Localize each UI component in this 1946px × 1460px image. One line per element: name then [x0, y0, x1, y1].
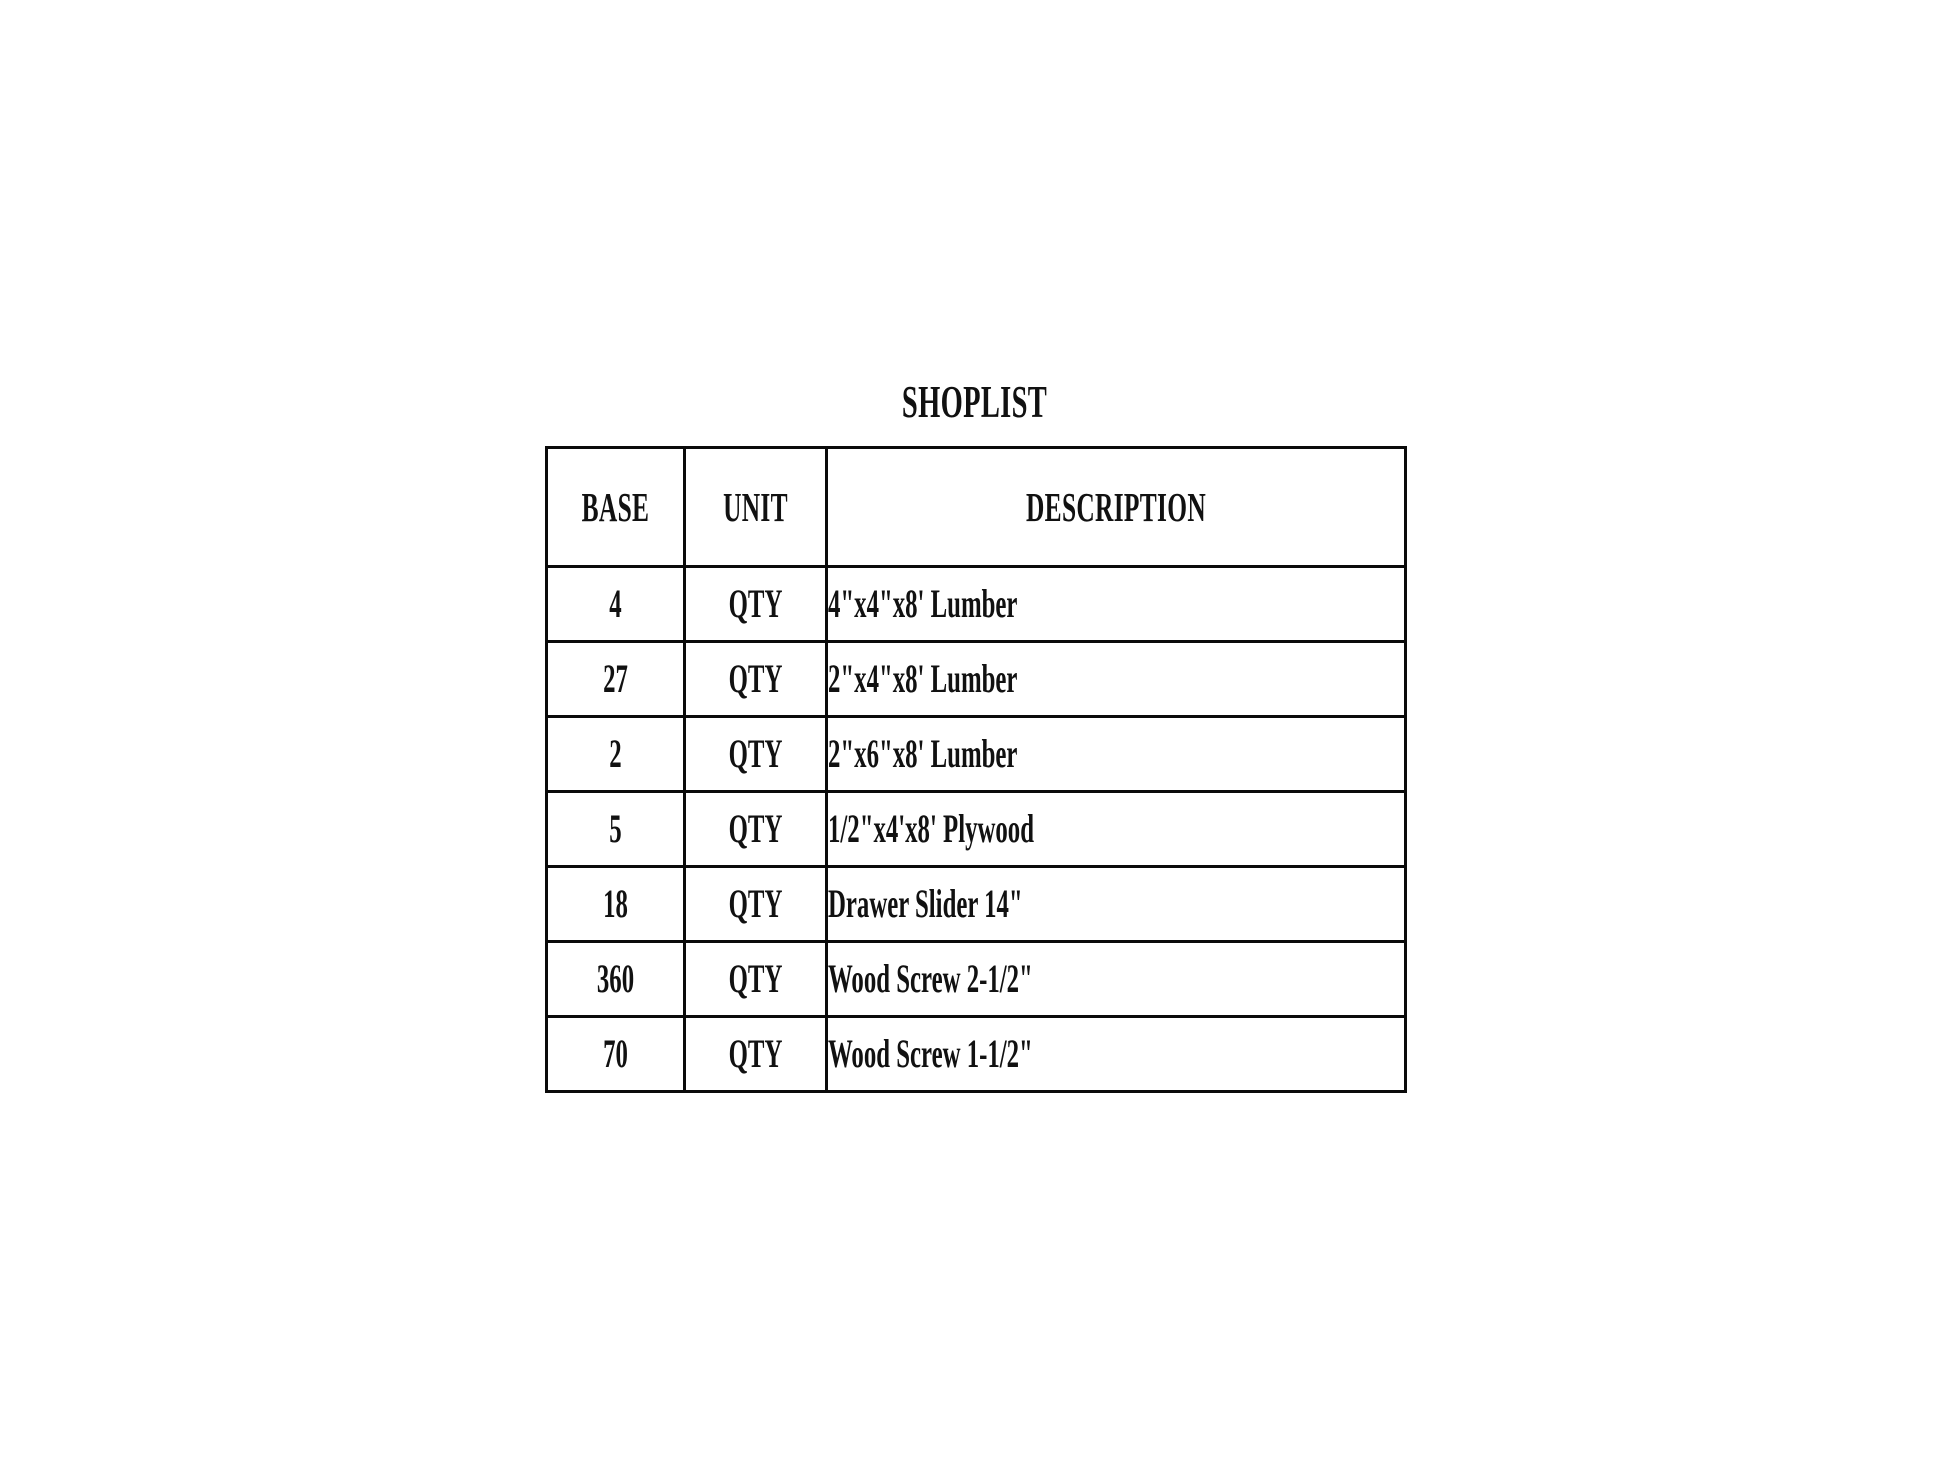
cell-unit: QTY — [683, 865, 828, 943]
table-row: 27 QTY 2"x4"x8' Lumber — [545, 640, 1407, 718]
column-header-description: DESCRIPTION — [825, 446, 1407, 568]
cell-description: Wood Screw 1-1/2" — [825, 1015, 1407, 1093]
cell-base-value: 2 — [609, 731, 622, 776]
shoplist-table: BASE UNIT DESCRIPTION 4 QTY — [545, 446, 1407, 1093]
cell-description: 2"x6"x8' Lumber — [825, 715, 1407, 793]
column-header-base: BASE — [545, 446, 686, 568]
cell-unit-value: QTY — [728, 1031, 783, 1076]
table-row: 4 QTY 4"x4"x8' Lumber — [545, 565, 1407, 643]
column-header-base-label: BASE — [581, 484, 650, 530]
cell-unit-value: QTY — [728, 881, 783, 926]
table-row: 70 QTY Wood Screw 1-1/2" — [545, 1015, 1407, 1093]
page-title: SHOPLIST — [901, 376, 1048, 427]
cell-description-value: Wood Screw 2-1/2" — [828, 956, 1033, 1001]
cell-base: 360 — [545, 940, 686, 1018]
cell-base-value: 18 — [603, 881, 628, 926]
table-row: 5 QTY 1/2"x4'x8' Plywood — [545, 790, 1407, 868]
table-row: 18 QTY Drawer Slider 14" — [545, 865, 1407, 943]
column-header-unit-label: UNIT — [723, 484, 788, 530]
table-body: 4 QTY 4"x4"x8' Lumber 27 QTY — [545, 565, 1407, 1093]
cell-description: 1/2"x4'x8' Plywood — [825, 790, 1407, 868]
column-header-description-label: DESCRIPTION — [1026, 484, 1206, 530]
cell-unit-value: QTY — [728, 581, 783, 626]
cell-description: 2"x4"x8' Lumber — [825, 640, 1407, 718]
cell-base: 4 — [545, 565, 686, 643]
shoplist-table-container: BASE UNIT DESCRIPTION 4 QTY — [545, 446, 1407, 1093]
cell-base-value: 4 — [609, 581, 622, 626]
cell-unit: QTY — [683, 715, 828, 793]
cell-description-value: 4"x4"x8' Lumber — [828, 581, 1018, 626]
cell-description: Wood Screw 2-1/2" — [825, 940, 1407, 1018]
cell-base-value: 360 — [596, 956, 635, 1001]
cell-base-value: 5 — [609, 806, 622, 851]
cell-description-value: 2"x4"x8' Lumber — [828, 656, 1018, 701]
cell-description: Drawer Slider 14" — [825, 865, 1407, 943]
cell-unit-value: QTY — [728, 956, 783, 1001]
cell-description-value: Wood Screw 1-1/2" — [828, 1031, 1033, 1076]
table-header: BASE UNIT DESCRIPTION — [545, 446, 1407, 568]
cell-unit-value: QTY — [728, 806, 783, 851]
cell-unit: QTY — [683, 1015, 828, 1093]
header-row: BASE UNIT DESCRIPTION — [545, 446, 1407, 568]
cell-base: 2 — [545, 715, 686, 793]
cell-unit: QTY — [683, 565, 828, 643]
cell-description: 4"x4"x8' Lumber — [825, 565, 1407, 643]
cell-unit-value: QTY — [728, 656, 783, 701]
cell-base: 27 — [545, 640, 686, 718]
table-row: 2 QTY 2"x6"x8' Lumber — [545, 715, 1407, 793]
cell-base-value: 70 — [603, 1031, 628, 1076]
cell-base: 70 — [545, 1015, 686, 1093]
cell-description-value: 1/2"x4'x8' Plywood — [828, 806, 1034, 851]
cell-unit-value: QTY — [728, 731, 783, 776]
cell-unit: QTY — [683, 790, 828, 868]
column-header-unit: UNIT — [683, 446, 828, 568]
table-row: 360 QTY Wood Screw 2-1/2" — [545, 940, 1407, 1018]
cell-unit: QTY — [683, 640, 828, 718]
cell-base: 18 — [545, 865, 686, 943]
cell-unit: QTY — [683, 940, 828, 1018]
cell-base: 5 — [545, 790, 686, 868]
cell-base-value: 27 — [603, 656, 628, 701]
cell-description-value: 2"x6"x8' Lumber — [828, 731, 1018, 776]
cell-description-value: Drawer Slider 14" — [828, 881, 1023, 926]
